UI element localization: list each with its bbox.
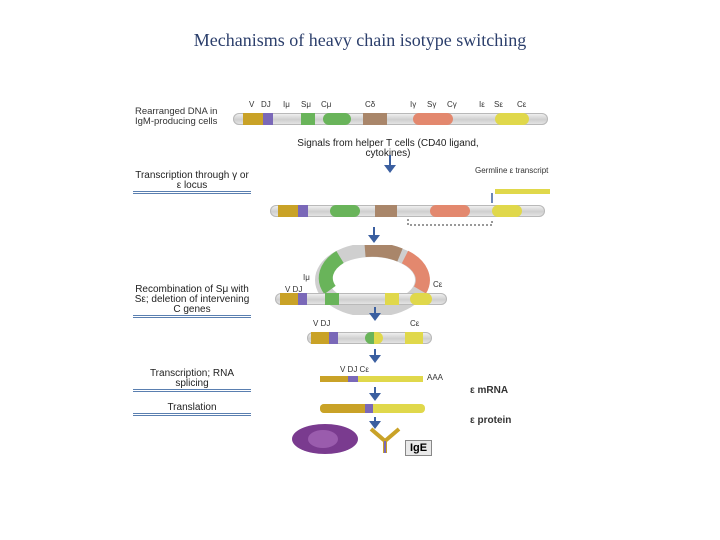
signals-label: Signals from helper T cells (CD40 ligand… bbox=[297, 138, 479, 159]
segment-dj bbox=[298, 293, 307, 305]
gene-label-cdelta: Cδ bbox=[365, 100, 376, 109]
mrna-label: ε mRNA bbox=[470, 385, 509, 396]
isotype-switching-diagram: Rearranged DNA in IgM-producing cells Tr… bbox=[125, 95, 560, 470]
segment-cgamma bbox=[413, 113, 453, 125]
step-label-transcription: Transcription through γ or ε locus bbox=[133, 171, 251, 194]
b-cell-icon bbox=[292, 424, 358, 454]
page-title: Mechanisms of heavy chain isotype switch… bbox=[193, 30, 527, 50]
antibody-icon bbox=[369, 427, 401, 453]
mrna-strand bbox=[320, 376, 423, 382]
segment-dj bbox=[329, 332, 338, 344]
segment-switch-junction bbox=[365, 332, 383, 344]
arrow-down-4 bbox=[369, 349, 381, 363]
gene-label-imu: Iμ bbox=[283, 100, 290, 109]
gene-label-vdj-recombined: V DJ bbox=[313, 319, 331, 328]
segment-cmu bbox=[330, 205, 360, 217]
segment-v bbox=[320, 376, 348, 382]
gene-label-dj: DJ bbox=[261, 100, 271, 109]
segment-smu bbox=[325, 293, 339, 305]
segment-ce bbox=[495, 113, 529, 125]
germline-transcript-bracket bbox=[407, 189, 550, 226]
protein-label: ε protein bbox=[470, 415, 512, 426]
gene-label-sgamma: Sγ bbox=[427, 100, 437, 109]
protein-dj-region bbox=[365, 404, 373, 413]
segment-smu bbox=[301, 113, 315, 125]
segment-cmu bbox=[323, 113, 351, 125]
gene-label-ie: Iε bbox=[479, 100, 485, 109]
segment-v bbox=[278, 205, 298, 217]
dna-recombined bbox=[307, 332, 432, 344]
segment-se bbox=[385, 293, 399, 305]
protein-variable-region bbox=[320, 404, 365, 413]
ige-label: IgE bbox=[405, 440, 433, 456]
gene-label-cmu: Cμ bbox=[321, 100, 332, 109]
arrow-down-1 bbox=[384, 155, 396, 173]
segment-ce bbox=[405, 332, 423, 344]
gene-label-ce-loop: Cε bbox=[433, 280, 443, 289]
segment-ce bbox=[492, 205, 522, 217]
dna-loop-base bbox=[275, 293, 447, 305]
gene-label-vdj-loop: V DJ bbox=[285, 285, 303, 294]
step-label-translation: Translation bbox=[133, 403, 251, 416]
arrow-down-2 bbox=[368, 227, 380, 243]
protein-chain bbox=[320, 404, 425, 413]
step-label-transcription-splicing: Transcription; RNA splicing bbox=[133, 369, 251, 392]
dna-germline-transcription bbox=[270, 205, 545, 217]
gene-label-se: Sε bbox=[494, 100, 503, 109]
gene-label-vdjce-mrna: V DJ Cε bbox=[340, 365, 369, 374]
polya-label: AAA bbox=[427, 373, 444, 382]
segment-cgamma bbox=[430, 205, 470, 217]
step-label-rearranged: Rearranged DNA in IgM-producing cells bbox=[135, 106, 218, 127]
step-label-recombination: Recombination of Sμ with Sε; deletion of… bbox=[133, 285, 251, 318]
gene-label-smu: Sμ bbox=[301, 100, 311, 109]
arrow-down-3 bbox=[369, 307, 381, 321]
segment-v bbox=[280, 293, 298, 305]
segment-cdelta bbox=[363, 113, 387, 125]
segment-v bbox=[243, 113, 263, 125]
segment-ce bbox=[410, 293, 432, 305]
segment-dj bbox=[263, 113, 273, 125]
arrow-down-6 bbox=[369, 417, 381, 429]
segment-v bbox=[311, 332, 329, 344]
arrow-down-5 bbox=[369, 387, 381, 401]
segment-dj bbox=[298, 205, 308, 217]
gene-label-cgamma: Cγ bbox=[447, 100, 457, 109]
segment-cdelta bbox=[375, 205, 397, 217]
dna-rearranged bbox=[233, 113, 548, 125]
germline-label: Germline ε transcript bbox=[475, 166, 549, 175]
gene-label-ce: Cε bbox=[517, 100, 527, 109]
gene-label-igamma: Iγ bbox=[410, 100, 417, 109]
switch-recombination-loop bbox=[315, 245, 430, 315]
gene-label-ce-recombined: Cε bbox=[410, 319, 420, 328]
segment-dj bbox=[348, 376, 358, 382]
gene-label-v: V bbox=[249, 100, 255, 109]
gene-label-imu-loop: Iμ bbox=[303, 273, 310, 282]
